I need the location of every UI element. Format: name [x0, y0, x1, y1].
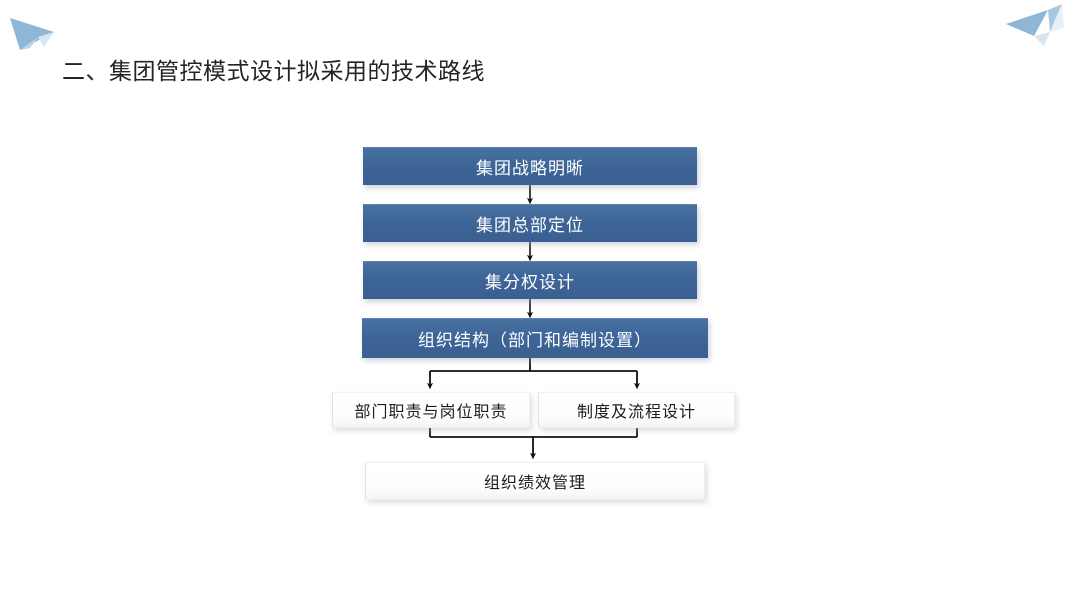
flow-node-department-and-position-duties[interactable]: 部门职责与岗位职责: [332, 392, 530, 428]
flow-node-headquarters-positioning[interactable]: 集团总部定位: [363, 204, 697, 242]
page-title: 二、集团管控模式设计拟采用的技术路线: [62, 58, 485, 84]
flow-node-organizational-performance-management[interactable]: 组织绩效管理: [365, 462, 705, 500]
flow-node-system-and-process-design[interactable]: 制度及流程设计: [538, 392, 735, 428]
flow-node-strategy[interactable]: 集团战略明晰: [363, 147, 697, 185]
flow-node-centralization-design[interactable]: 集分权设计: [363, 261, 697, 299]
flow-node-organization-structure[interactable]: 组织结构（部门和编制设置）: [362, 318, 708, 358]
